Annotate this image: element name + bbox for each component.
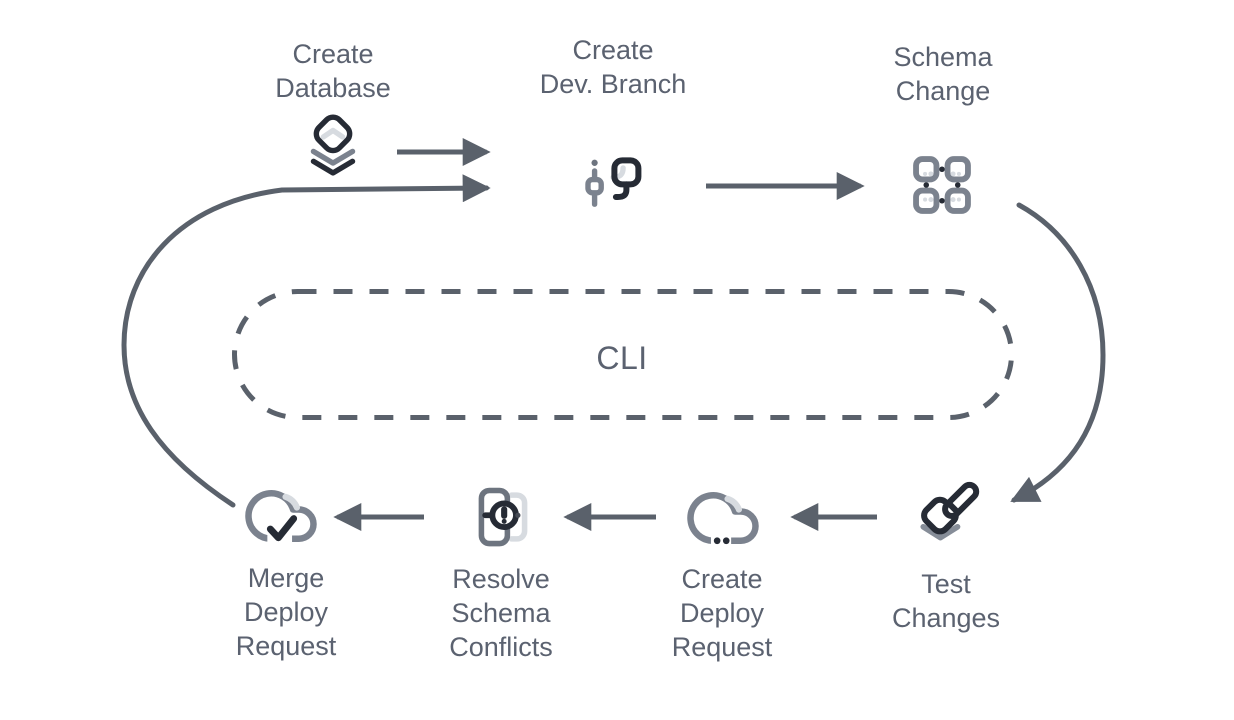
label-line: Database [275, 73, 391, 103]
label-create-deploy-request: Create Deploy Request [612, 562, 832, 664]
label-line: Test [921, 569, 971, 599]
label-line: Merge [247, 563, 325, 593]
label-create-dev-branch: Create Dev. Branch [503, 33, 723, 101]
label-line: Deploy [243, 597, 329, 627]
arrow-loop-to-branch [121, 174, 491, 508]
schema-grid-icon [907, 150, 977, 225]
label-create-database: Create Database [223, 37, 443, 105]
label-line: Schema [893, 42, 993, 72]
label-line: Create [292, 39, 374, 69]
label-line: Dev. Branch [539, 69, 687, 99]
label-merge-deploy-request: Merge Deploy Request [176, 561, 396, 663]
label-resolve-schema-conflicts: Resolve Schema Conflicts [391, 562, 611, 664]
label-line: Conflicts [449, 632, 553, 662]
git-branch-icon [579, 152, 651, 229]
arrow-schema-to-test [1010, 202, 1106, 503]
pencil-layers-icon [911, 474, 983, 551]
cli-label: CLI [596, 340, 648, 376]
label-line: Request [671, 632, 773, 662]
label-line: Deploy [679, 598, 765, 628]
label-schema-change: Schema Change [833, 40, 1053, 108]
label-line: Request [235, 631, 337, 661]
label-line: Create [681, 564, 763, 594]
conflict-alert-icon [468, 482, 538, 557]
label-line: Schema [451, 598, 551, 628]
cli-container [232, 289, 1014, 420]
label-line: Create [572, 35, 654, 65]
label-line: Changes [891, 603, 1001, 633]
label-line: Change [895, 76, 991, 106]
layers-icon [299, 114, 367, 187]
cloud-ellipsis-icon [684, 479, 762, 562]
cloud-check-icon [242, 477, 320, 560]
label-test-changes: Test Changes [836, 567, 1056, 635]
label-line: Resolve [452, 564, 550, 594]
